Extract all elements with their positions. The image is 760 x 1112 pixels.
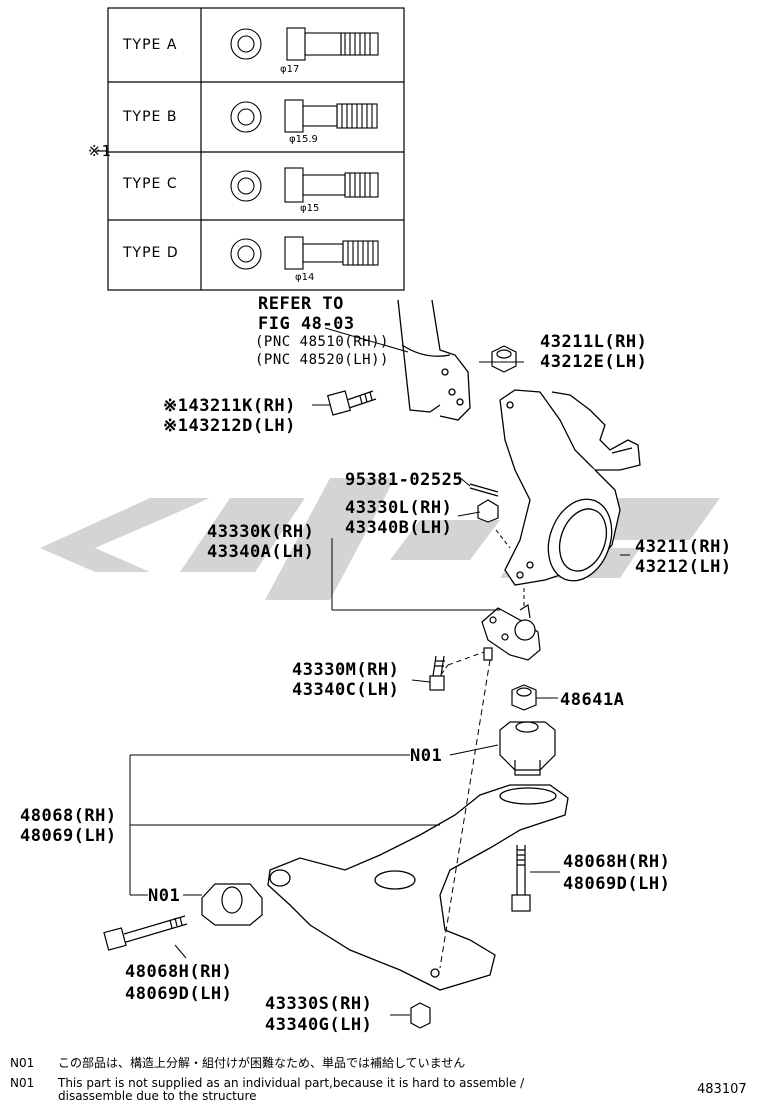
part-43330L: 43330L(RH) [345,498,453,518]
leader-lines [129,327,630,1016]
type-c-label: TYPE C [123,176,178,192]
rear-arm-bolt [511,845,531,912]
shock-absorber-strut [397,299,471,421]
part-48069: 48069(LH) [20,826,117,846]
part-48068: 48068(RH) [20,806,117,826]
part-43340G: 43340G(LH) [265,1015,373,1035]
part-43330K: 43330K(RH) [207,522,315,542]
bolt-type-table [96,7,405,291]
refer-line4: (PNC 48520(LH)) [255,352,389,368]
footnote-en-line1: This part is not supplied as an individu… [58,1076,525,1090]
arm-nut [410,1002,431,1029]
refer-line2: FIG 48-03 [258,314,355,334]
part-48069D-front: 48069D(LH) [125,984,233,1004]
figure-number: 483107 [697,1082,747,1097]
part-48069D-rear: 48069D(LH) [563,874,671,894]
bushing-nut [511,684,537,711]
part-43212: 43212(LH) [635,557,732,577]
lower-control-arm [267,784,569,991]
front-arm-bolt [103,915,188,951]
table-ref-mark: ※1 [88,142,113,160]
type-a-label: TYPE A [123,37,178,53]
type-d-diameter: φ14 [295,272,315,283]
front-bushing [201,883,263,926]
refer-line1: REFER TO [258,294,344,314]
footnote-code-en: N01 [10,1076,35,1090]
type-a-diameter: φ17 [280,64,300,75]
knuckle-nut [491,345,517,373]
cotter-pin-and-nut [469,483,499,523]
rear-bushing [499,721,556,776]
type-c-diameter: φ15 [300,203,320,214]
ball-joint-bolt [429,647,493,691]
type-d-label: TYPE D [123,245,179,261]
note-ref-n01-lower: N01 [148,886,181,906]
part-43330M: 43330M(RH) [292,660,400,680]
footnote-jp: この部品は、構造上分解・組付けが困難なため、単品では補給していません [58,1056,466,1070]
type-b-diameter: φ15.9 [289,134,318,145]
refer-line3: (PNC 48510(RH)) [255,334,389,350]
watermark-logo [40,478,720,600]
part-95381-02525: 95381-02525 [345,470,464,490]
knuckle-bolt [326,390,377,416]
part-48641A: 48641A [560,690,625,710]
part-43212D: ※143212D(LH) [163,416,296,436]
part-43211K: ※143211K(RH) [163,396,296,416]
part-43211: 43211(RH) [635,537,732,557]
steering-knuckle [499,389,641,586]
hub-bolt-icons [230,27,379,270]
footnote-code-jp: N01 [10,1056,35,1070]
note-ref-n01-upper: N01 [410,746,443,766]
ball-joint [481,604,541,661]
type-b-label: TYPE B [123,109,178,125]
footnote-en-line2: disassemble due to the structure [58,1089,257,1103]
part-48068H-rear: 48068H(RH) [563,852,671,872]
part-43340C: 43340C(LH) [292,680,400,700]
part-43340A: 43340A(LH) [207,542,315,562]
part-48068H-front: 48068H(RH) [125,962,233,982]
part-43211L: 43211L(RH) [540,332,648,352]
part-43212E: 43212E(LH) [540,352,648,372]
part-43330S: 43330S(RH) [265,994,373,1014]
part-43340B: 43340B(LH) [345,518,453,538]
